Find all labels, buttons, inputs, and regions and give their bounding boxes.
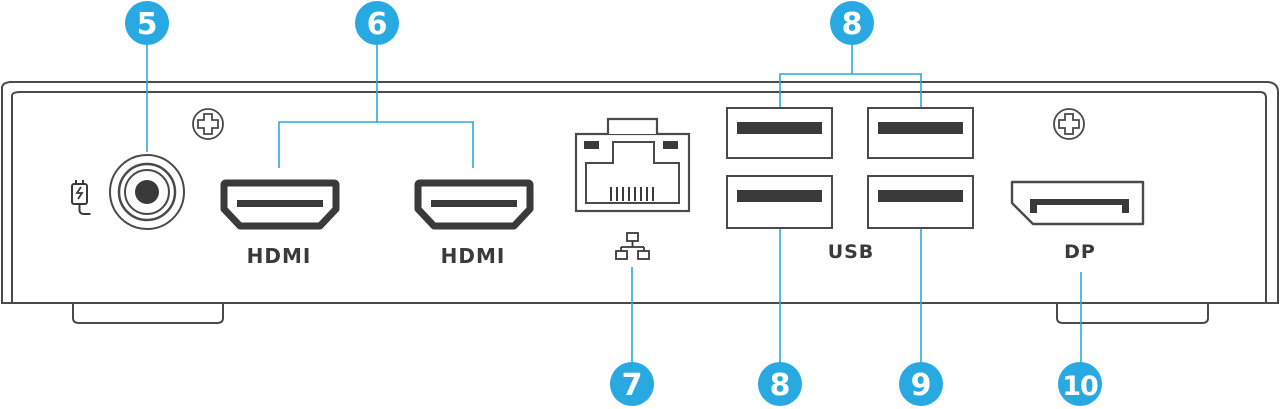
- leader-hdmi: [278, 40, 474, 168]
- svg-text:8: 8: [842, 7, 863, 42]
- svg-text:5: 5: [137, 7, 158, 42]
- displayport-label: DP: [1064, 241, 1096, 263]
- usb-port-top-right: [867, 107, 974, 159]
- usb-label: USB: [828, 241, 875, 263]
- svg-text:6: 6: [367, 7, 388, 42]
- displayport-port: [1010, 180, 1145, 226]
- screw-icon: [1053, 108, 1085, 140]
- network-icon: [615, 232, 650, 260]
- svg-text:9: 9: [911, 368, 932, 403]
- right-foot: [1056, 303, 1209, 324]
- screw-icon: [192, 108, 224, 140]
- hdmi-label-2: HDMI: [441, 244, 506, 268]
- callout-ethernet: 7: [610, 362, 654, 406]
- usb-port-top-left: [726, 107, 833, 159]
- svg-text:8: 8: [770, 368, 791, 403]
- callout-displayport: 10: [1058, 362, 1102, 406]
- usb-port-bottom-right: [867, 175, 974, 229]
- hdmi-label-1: HDMI: [247, 244, 312, 268]
- callout-power: 5: [125, 1, 169, 45]
- power-plug-icon: [71, 180, 91, 215]
- dc-power-jack: [109, 154, 185, 230]
- callout-usb-bottom-left: 8: [758, 362, 802, 406]
- callout-usb-top: 8: [830, 1, 874, 45]
- svg-text:10: 10: [1062, 371, 1098, 402]
- left-foot: [72, 303, 224, 324]
- callout-hdmi: 6: [355, 1, 399, 45]
- usb-port-bottom-left: [726, 175, 833, 229]
- hdmi-port-2: [414, 179, 534, 230]
- svg-text:7: 7: [622, 368, 643, 403]
- callout-usb-bottom-right: 9: [899, 362, 943, 406]
- leader-usb-top: [779, 40, 922, 108]
- hdmi-port-1: [220, 179, 340, 230]
- ethernet-port: [574, 117, 691, 213]
- leader-lines: [146, 40, 1082, 365]
